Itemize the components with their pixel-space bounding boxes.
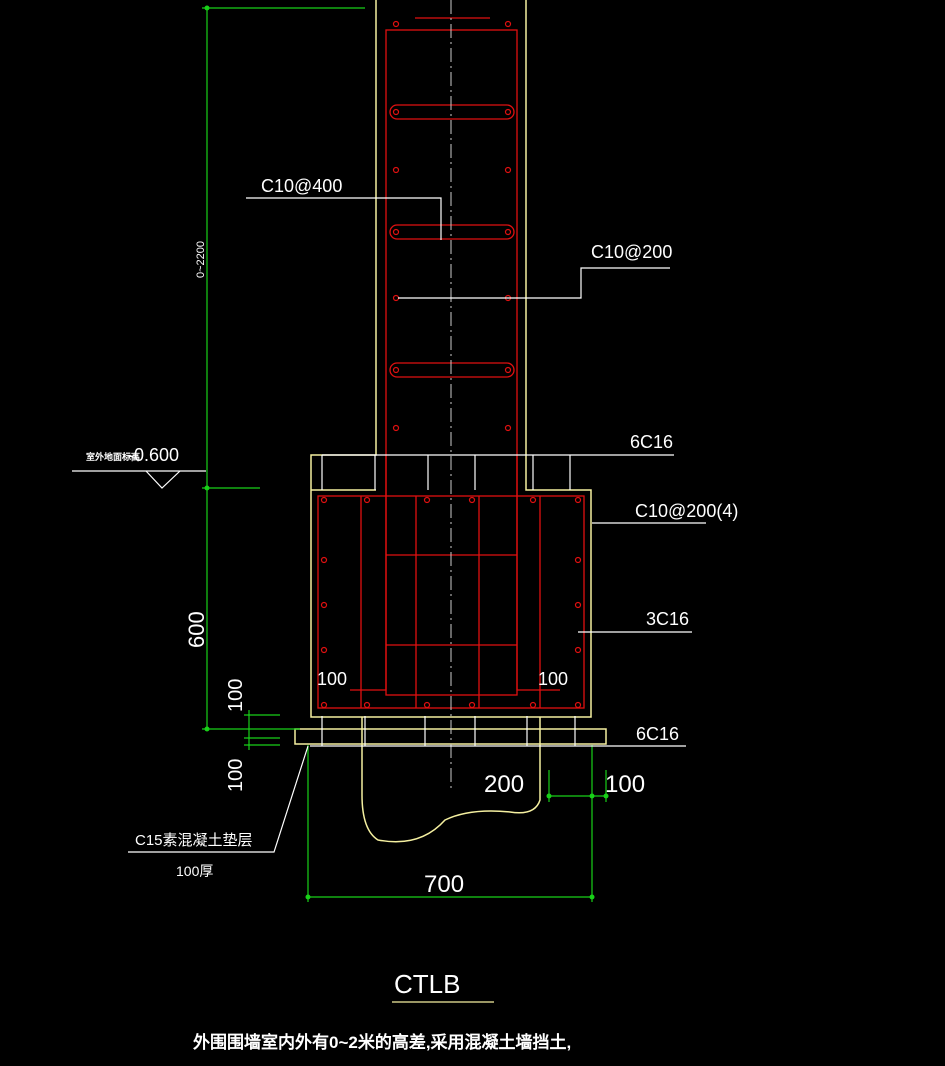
leader-lines: [72, 197, 706, 1003]
label-elevation-prefix: 室外地面标高: [86, 451, 140, 462]
right-hook: [516, 455, 560, 691]
label-cover-right: 100: [538, 669, 568, 689]
label-dim-100-upper: 100: [225, 679, 247, 712]
label-bars-bottom: 6C16: [636, 724, 679, 744]
dimension-ticks: [204, 5, 609, 900]
dimension-lines: [202, 7, 607, 902]
annotation-text: C10@400 C10@200 6C16 C10@200(4) 3C16 6C1…: [86, 176, 738, 1052]
drawing-title: CTLB: [394, 969, 460, 999]
pile-outline: [361, 717, 541, 843]
label-side-bars: 3C16: [646, 609, 689, 629]
rebar-dots: [320, 20, 582, 709]
wall-stirrup-3: [389, 362, 515, 378]
label-dim-100-right: 100: [605, 771, 645, 798]
wall-stirrup-1: [389, 104, 515, 120]
label-cushion-line1: C15素混凝土垫层: [135, 832, 253, 849]
wall-stirrup-2: [389, 224, 515, 240]
label-horizontal-bar: C10@200: [591, 242, 672, 262]
label-bars-top: 6C16: [630, 432, 673, 452]
label-stirrup-beam: C10@200(4): [635, 501, 738, 521]
label-elevation: -0.600: [128, 445, 179, 465]
label-dim-200: 200: [484, 771, 524, 798]
label-dim-600: 600: [184, 611, 209, 648]
label-dim-700: 700: [424, 871, 464, 898]
label-stirrup-top: C10@400: [261, 176, 342, 196]
left-hook: [350, 455, 387, 691]
label-cover-left: 100: [317, 669, 347, 689]
label-cushion-line2: 100厚: [176, 863, 213, 879]
label-dim-100-lower: 100: [225, 759, 247, 792]
label-height-range: 0~2200: [195, 241, 207, 278]
drawing-note: 外围围墙室内外有0~2米的高差,采用混凝土墙挡土,: [193, 1032, 571, 1052]
